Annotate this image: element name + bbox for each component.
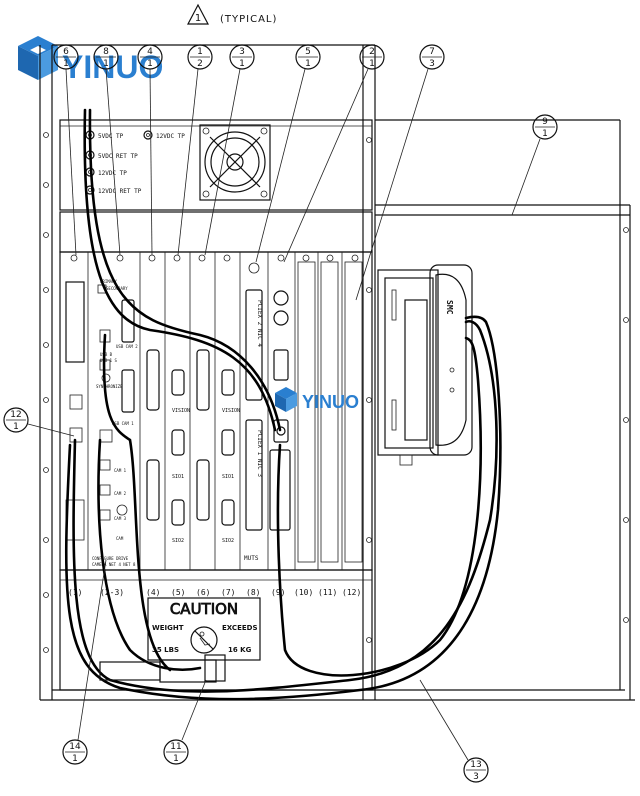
board-label: SYNCHRONIZE bbox=[96, 384, 123, 389]
svg-text:11: 11 bbox=[170, 742, 181, 752]
typical-note: (TYPICAL) bbox=[220, 14, 277, 25]
callout-7: 7 3 bbox=[355, 44, 445, 301]
board-label: PCIEX 1 NIC 3 bbox=[256, 430, 263, 477]
svg-text:5: 5 bbox=[305, 47, 311, 57]
svg-text:8: 8 bbox=[103, 47, 109, 57]
callout-3: 3 1 bbox=[204, 44, 255, 256]
callouts: 6 1 8 1 4 1 1 2 bbox=[3, 44, 558, 783]
callout-11: 11 1 bbox=[163, 679, 207, 765]
callout-8: 8 1 bbox=[93, 44, 121, 256]
slot-number: (8) bbox=[246, 588, 260, 597]
slot-number: (4) bbox=[146, 588, 160, 597]
svg-text:1: 1 bbox=[147, 59, 153, 69]
svg-text:12: 12 bbox=[10, 410, 21, 420]
svg-text:3: 3 bbox=[239, 47, 245, 57]
svg-text:1: 1 bbox=[197, 47, 203, 57]
board-label: PRIMARY bbox=[100, 279, 117, 284]
slot-number: (5) bbox=[171, 588, 185, 597]
fan-icon bbox=[199, 124, 271, 201]
board-label: USB CAM 2 bbox=[116, 344, 138, 349]
board-label: USB B bbox=[100, 352, 113, 357]
board-label: USB 1 S bbox=[100, 358, 117, 363]
board-label: CAMERA NET 4 NET 8 bbox=[92, 562, 136, 567]
slot-number: (7) bbox=[221, 588, 235, 597]
caution-weight: WEIGHT bbox=[152, 624, 184, 632]
board-label: SIO1 bbox=[172, 474, 184, 480]
heavy-lift-warning-icon bbox=[190, 626, 218, 654]
svg-text:4: 4 bbox=[147, 47, 153, 57]
callout-5: 5 1 bbox=[255, 44, 321, 263]
caution-kg: 16 KG bbox=[228, 646, 252, 654]
tp-label: 5VDC RET TP bbox=[98, 153, 138, 160]
yinuo-watermark: YINUO bbox=[275, 387, 359, 412]
callout-13: 13 3 bbox=[419, 679, 489, 783]
slot-number: (12) bbox=[342, 588, 361, 597]
cables bbox=[64, 108, 502, 701]
cube-logo-icon bbox=[18, 36, 58, 80]
svg-text:13: 13 bbox=[470, 760, 481, 770]
board-label: CAM bbox=[116, 536, 124, 541]
svg-text:6: 6 bbox=[63, 47, 69, 57]
slot-number: (6) bbox=[196, 588, 210, 597]
caution-title: CAUTION bbox=[170, 600, 238, 618]
callout-12: 12 1 bbox=[3, 407, 75, 437]
callout-14: 14 1 bbox=[62, 559, 107, 765]
callout-1: 1 2 bbox=[177, 44, 213, 256]
tp-label: 12VDC TP bbox=[98, 170, 127, 177]
typical-marker-number: 1 bbox=[195, 13, 201, 24]
slot-number-row: (1) (2-3) (4) (5) (6) (7) (8) (9) (10) (… bbox=[68, 588, 361, 597]
svg-text:14: 14 bbox=[69, 742, 81, 752]
svg-text:1: 1 bbox=[72, 754, 78, 764]
yinuo-logo: YINUO bbox=[18, 36, 163, 85]
board-label: VISION bbox=[172, 408, 190, 414]
typical-marker: 1 (TYPICAL) bbox=[187, 3, 277, 25]
svg-text:3: 3 bbox=[473, 772, 479, 782]
board-label: CONFIGURE DRIVE bbox=[92, 556, 129, 561]
slot-number: (2-3) bbox=[100, 588, 124, 597]
cube-watermark-icon bbox=[275, 387, 297, 412]
svg-text:2: 2 bbox=[369, 47, 375, 57]
svg-text:1: 1 bbox=[239, 59, 245, 69]
callout-9: 9 1 bbox=[511, 114, 558, 216]
board-label: MUTS bbox=[244, 555, 259, 562]
callout-2: 2 1 bbox=[283, 44, 385, 263]
slot-number: (11) bbox=[318, 588, 337, 597]
caution-exceeds: EXCEEDS bbox=[222, 624, 257, 632]
caution-label: CAUTION WEIGHT EXCEEDS 35 LBS 16 KG bbox=[147, 597, 261, 661]
svg-text:7: 7 bbox=[429, 47, 435, 57]
board-label: CAM 2 bbox=[114, 491, 127, 496]
svg-text:9: 9 bbox=[542, 117, 548, 127]
tp-label: 12VDC TP bbox=[156, 133, 185, 140]
board-label: CAM 1 bbox=[114, 468, 127, 473]
svg-text:1: 1 bbox=[305, 59, 311, 69]
board-label: USB CAM 1 bbox=[112, 421, 134, 426]
callout-4: 4 1 bbox=[137, 44, 163, 256]
svg-text:3: 3 bbox=[429, 59, 435, 69]
power-test-points: 5VDC TP 12VDC TP 5VDC RET TP 12VDC TP 12… bbox=[85, 130, 185, 195]
svg-text:1: 1 bbox=[13, 422, 19, 432]
svg-text:1: 1 bbox=[173, 754, 179, 764]
caution-lbs: 35 LBS bbox=[152, 646, 179, 654]
callout-6: 6 1 bbox=[53, 44, 79, 256]
svg-text:1: 1 bbox=[542, 129, 548, 139]
drive-module: SMC bbox=[377, 264, 473, 466]
svg-text:1: 1 bbox=[369, 59, 375, 69]
board-label: CAM 3 bbox=[114, 516, 127, 521]
drive-brand: SMC bbox=[445, 300, 454, 315]
board-label: SIO2 bbox=[222, 538, 234, 544]
board-label: VISION bbox=[222, 408, 240, 414]
board-label: SIO2 bbox=[172, 538, 184, 544]
svg-text:2: 2 bbox=[197, 59, 203, 69]
svg-text:1: 1 bbox=[103, 59, 109, 69]
svg-text:1: 1 bbox=[63, 59, 69, 69]
chassis-frame bbox=[39, 44, 635, 701]
board-label: SIO1 bbox=[222, 474, 234, 480]
watermark-text: YINUO bbox=[302, 392, 359, 412]
slot-number: (9) bbox=[271, 588, 285, 597]
slot-number: (10) bbox=[294, 588, 313, 597]
board-label: PCIEX 2 NIC 4 bbox=[256, 300, 263, 347]
tp-label: 12VDC RET TP bbox=[98, 188, 142, 195]
